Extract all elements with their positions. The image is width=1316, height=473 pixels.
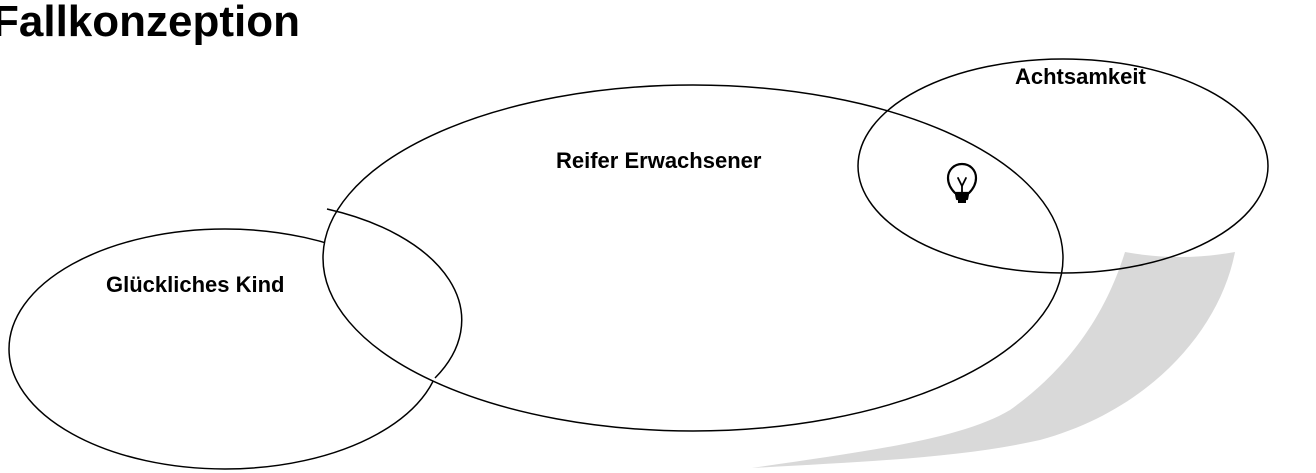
ellipse-achtsamkeit: [857, 58, 1269, 274]
label-gluckliches-kind: Glückliches Kind: [106, 272, 285, 297]
label-reifer-erwachsener: Reifer Erwachsener: [556, 148, 762, 173]
ellipse-reifer-erwachsener: [322, 84, 1064, 432]
page-title: Fallkonzeption: [0, 0, 300, 46]
shadow-shape: [752, 252, 1235, 468]
ellipse-gluckliches-kind-inner-outline: [326, 208, 463, 379]
label-achtsamkeit: Achtsamkeit: [1015, 64, 1147, 89]
lightbulb-icon: [946, 162, 978, 203]
